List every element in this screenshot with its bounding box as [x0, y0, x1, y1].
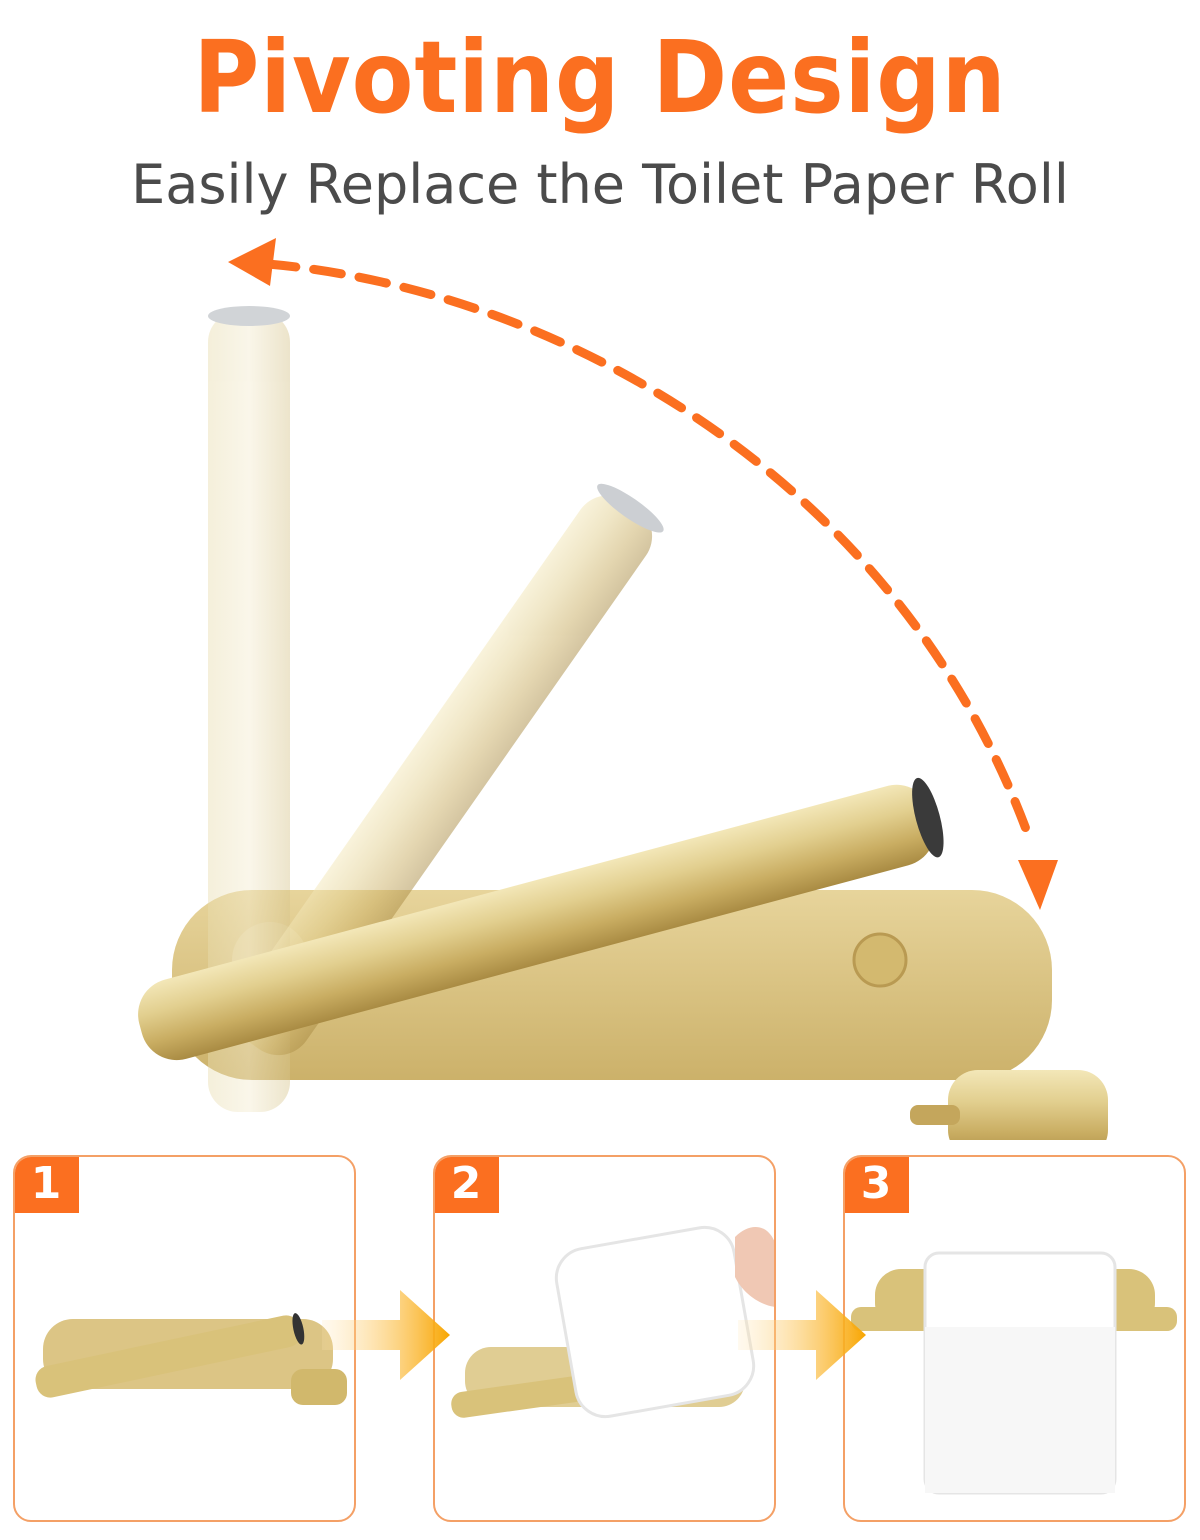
ghost-rod-vertical — [208, 306, 290, 1112]
step-panel-1: 1 — [13, 1155, 356, 1522]
pivoting-holder-illustration — [138, 238, 1108, 1140]
headline-subtitle: Easily Replace the Toilet Paper Roll — [131, 153, 1069, 216]
step-3-illustration — [851, 1251, 1177, 1495]
end-cap — [948, 1070, 1108, 1140]
step-number-badge: 2 — [435, 1157, 499, 1213]
next-step-arrow-2 — [738, 1290, 866, 1380]
ghost-rod-angled — [234, 483, 664, 1056]
step-number-badge: 3 — [845, 1157, 909, 1213]
step-1-illustration — [35, 1313, 347, 1405]
main-rod — [138, 777, 944, 1061]
step-panel-2: 2 — [433, 1155, 776, 1522]
pivot-arc-path — [263, 259, 1035, 845]
end-pin — [910, 1105, 960, 1125]
step-2-illustration — [451, 1225, 774, 1419]
next-step-arrow-1 — [322, 1290, 450, 1380]
plate-button — [852, 932, 908, 988]
arc-arrowhead-end — [1018, 860, 1058, 910]
headline-title: Pivoting Design — [193, 19, 1007, 136]
step-number-badge: 1 — [15, 1157, 79, 1213]
arc-arrowhead-start — [228, 238, 276, 286]
step-panel-3: 3 — [843, 1155, 1186, 1522]
